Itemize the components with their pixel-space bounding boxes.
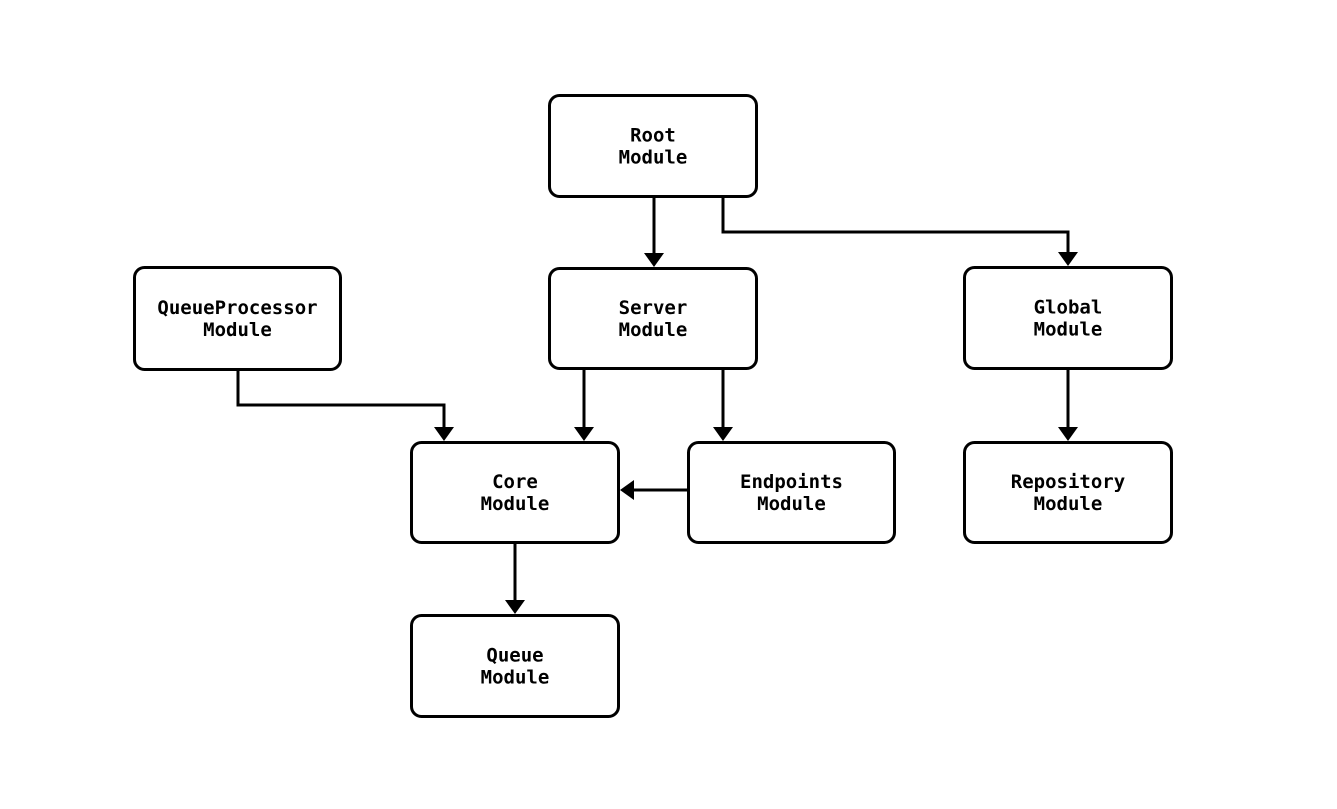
edge-root-to-global	[721, 198, 1078, 266]
edge-line	[721, 198, 1070, 257]
node-label-line1-repository: Repository	[1011, 471, 1125, 493]
node-box-core[interactable]	[410, 441, 620, 544]
node-box-root[interactable]	[548, 94, 758, 198]
node-box-repository[interactable]	[963, 441, 1173, 544]
node-label-line1-queue: Queue	[486, 645, 543, 667]
arrowhead-icon	[644, 253, 664, 267]
arrowhead-icon	[574, 427, 594, 441]
arrowhead-icon	[1058, 427, 1078, 441]
node-label-line2-queueprocessor: Module	[203, 319, 272, 341]
edge-server-to-core	[574, 370, 594, 441]
node-label-line1-queueprocessor: QueueProcessor	[157, 297, 317, 319]
nodes-layer: RootModuleQueueProcessorModuleServerModu…	[133, 94, 1173, 718]
node-label-line2-server: Module	[619, 319, 688, 341]
edges-layer	[236, 198, 1078, 614]
node-box-server[interactable]	[548, 267, 758, 370]
node-label-line2-endpoints: Module	[757, 493, 826, 515]
node-label-line2-global: Module	[1034, 319, 1103, 341]
arrowhead-icon	[713, 427, 733, 441]
arrowhead-icon	[434, 427, 454, 441]
node-box-queue[interactable]	[410, 614, 620, 718]
node-label-line1-global: Global	[1034, 297, 1103, 319]
node-label-line2-repository: Module	[1034, 493, 1103, 515]
node-label-line2-root: Module	[619, 147, 688, 169]
arrowhead-icon	[1058, 252, 1078, 266]
edge-endpoints-to-core	[620, 480, 687, 500]
node-box-endpoints[interactable]	[687, 441, 896, 544]
edge-root-to-server	[644, 198, 664, 267]
arrowhead-icon	[620, 480, 634, 500]
node-label-line2-core: Module	[481, 493, 550, 515]
edge-server-to-endpoints	[713, 370, 733, 441]
edge-core-to-queue	[505, 544, 525, 614]
edge-line	[236, 371, 446, 432]
node-label-line1-server: Server	[619, 297, 688, 319]
edge-queueprocessor-to-core	[236, 371, 454, 441]
arrowhead-icon	[505, 600, 525, 614]
node-label-line1-endpoints: Endpoints	[740, 471, 843, 493]
node-label-line1-core: Core	[492, 471, 538, 493]
edge-global-to-repository	[1058, 370, 1078, 441]
node-label-line2-queue: Module	[481, 667, 550, 689]
node-box-global[interactable]	[963, 266, 1173, 370]
node-box-queueprocessor[interactable]	[133, 266, 342, 371]
node-label-line1-root: Root	[630, 125, 676, 147]
